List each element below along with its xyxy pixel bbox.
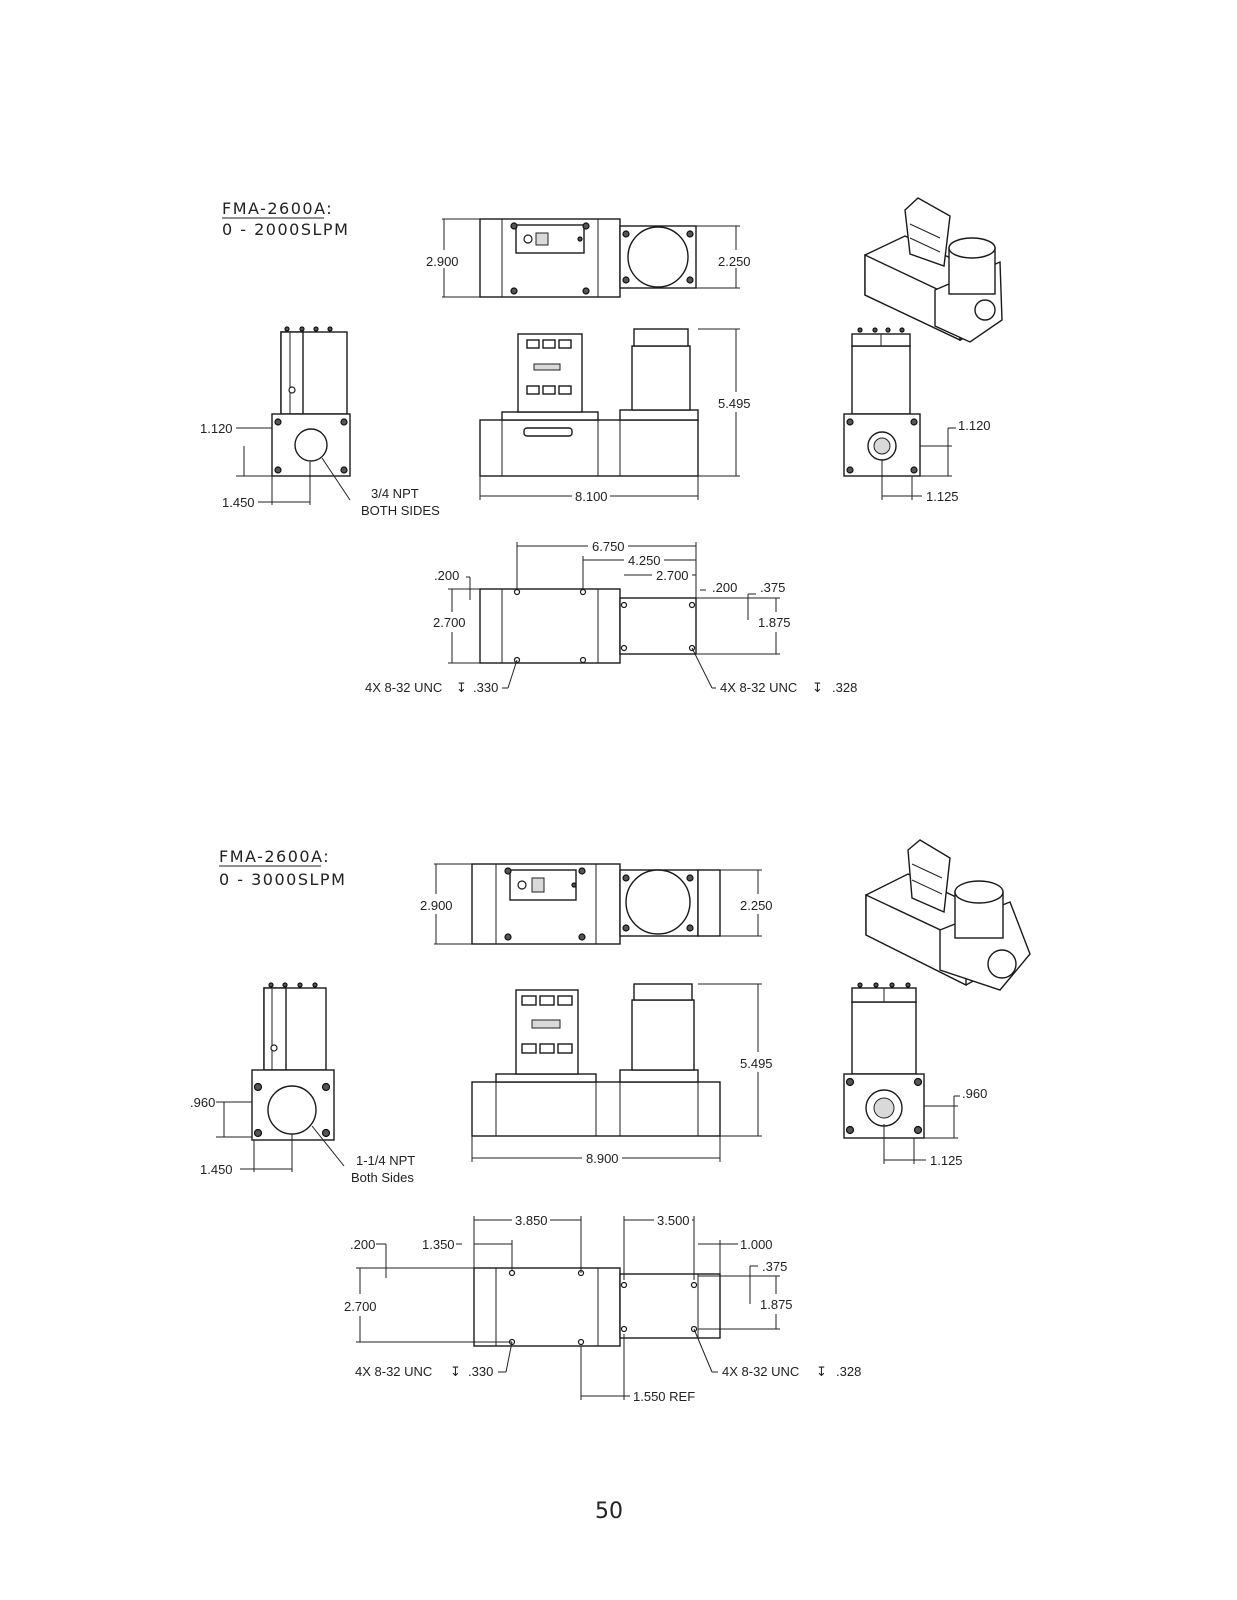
top-view: 2.900 2.250 bbox=[420, 863, 773, 945]
bottom-d8-label: 1.875 bbox=[758, 615, 791, 630]
holes-right-label: 4X 8-32 UNC bbox=[722, 1364, 799, 1379]
top-right-height-label: 2.250 bbox=[740, 898, 773, 913]
side-port-offset-label: 1.450 bbox=[222, 495, 255, 510]
section-3000slpm: FMA-2600A: 0 - 3000SLPM 2.900 bbox=[190, 839, 1031, 1404]
side-port-offset-label: 1.450 bbox=[200, 1162, 233, 1177]
bottom-d6-label: .375 bbox=[760, 580, 785, 595]
range-title: 0 - 3000SLPM bbox=[219, 870, 346, 889]
depth-symbol: ↧ bbox=[450, 1364, 461, 1379]
depth-symbol: ↧ bbox=[816, 1364, 827, 1379]
depth-right-label: .328 bbox=[836, 1364, 861, 1379]
bottom-view: 6.750 4.250 2.700 2.700 .200 1.875 .37 bbox=[365, 539, 857, 695]
side-view: .960 1.450 1-1/4 NPT Both Sides bbox=[190, 982, 415, 1185]
end-port-offset-label: 1.125 bbox=[926, 489, 959, 504]
front-length-label: 8.900 bbox=[586, 1151, 619, 1166]
bottom-d3-label: 2.700 bbox=[656, 568, 689, 583]
depth-symbol: ↧ bbox=[456, 680, 467, 695]
front-view: 5.495 8.100 bbox=[479, 328, 751, 504]
bottom-d1-label: 6.750 bbox=[592, 539, 625, 554]
bottom-d4-label: 1.350 bbox=[422, 1237, 455, 1252]
bottom-d8-label: 1.875 bbox=[760, 1297, 793, 1312]
port-note-2: BOTH SIDES bbox=[361, 503, 440, 518]
top-height-label: 2.900 bbox=[426, 254, 459, 269]
bottom-view: 3.850 3.500 1.350 1.000 .200 2.700 bbox=[344, 1213, 861, 1404]
side-port-height-label: .960 bbox=[190, 1095, 215, 1110]
model-title: FMA-2600A: bbox=[219, 847, 330, 866]
end-port-height-label: 1.120 bbox=[958, 418, 991, 433]
end-port-height-label: .960 bbox=[962, 1086, 987, 1101]
bottom-ref-label: 1.550 REF bbox=[633, 1389, 695, 1404]
section-2000slpm: FMA-2600A: 0 - 2000SLPM 2.900 bbox=[200, 197, 1003, 695]
bottom-d3-label: .200 bbox=[350, 1237, 375, 1252]
bottom-d2-label: 4.250 bbox=[628, 553, 661, 568]
bottom-d5-label: .200 bbox=[712, 580, 737, 595]
port-note-1: 3/4 NPT bbox=[371, 486, 419, 501]
depth-right-label: .328 bbox=[832, 680, 857, 695]
end-view: .960 1.125 bbox=[843, 982, 987, 1168]
bottom-d5-label: 1.000 bbox=[740, 1237, 773, 1252]
page-number: 50 bbox=[595, 1499, 623, 1524]
bottom-d7-label: 2.700 bbox=[433, 615, 466, 630]
top-right-height-label: 2.250 bbox=[718, 254, 751, 269]
top-height-label: 2.900 bbox=[420, 898, 453, 913]
isometric-view bbox=[865, 839, 1031, 991]
holes-right-label: 4X 8-32 UNC bbox=[720, 680, 797, 695]
side-port-height-label: 1.120 bbox=[200, 421, 233, 436]
front-height-label: 5.495 bbox=[740, 1056, 773, 1071]
port-note-2: Both Sides bbox=[351, 1170, 414, 1185]
front-view: 5.495 8.900 bbox=[471, 983, 773, 1166]
port-note-1: 1-1/4 NPT bbox=[356, 1153, 415, 1168]
front-length-label: 8.100 bbox=[575, 489, 608, 504]
front-height-label: 5.495 bbox=[718, 396, 751, 411]
holes-left-label: 4X 8-32 UNC bbox=[355, 1364, 432, 1379]
holes-left-label: 4X 8-32 UNC bbox=[365, 680, 442, 695]
depth-symbol: ↧ bbox=[812, 680, 823, 695]
depth-left-label: .330 bbox=[468, 1364, 493, 1379]
top-view: 2.900 2.250 bbox=[426, 218, 751, 298]
end-port-offset-label: 1.125 bbox=[930, 1153, 963, 1168]
isometric-view bbox=[864, 197, 1003, 343]
model-title: FMA-2600A: bbox=[222, 199, 333, 218]
bottom-d2-label: 3.500 bbox=[657, 1213, 690, 1228]
bottom-d4-label: .200 bbox=[434, 568, 459, 583]
bottom-d1-label: 3.850 bbox=[515, 1213, 548, 1228]
bottom-d6-label: .375 bbox=[762, 1259, 787, 1274]
range-title: 0 - 2000SLPM bbox=[222, 220, 349, 239]
end-view: 1.120 1.125 bbox=[843, 327, 991, 504]
side-view: 1.120 1.450 3/4 NPT BOTH SIDES bbox=[200, 326, 440, 518]
bottom-d7-label: 2.700 bbox=[344, 1299, 377, 1314]
depth-left-label: .330 bbox=[473, 680, 498, 695]
